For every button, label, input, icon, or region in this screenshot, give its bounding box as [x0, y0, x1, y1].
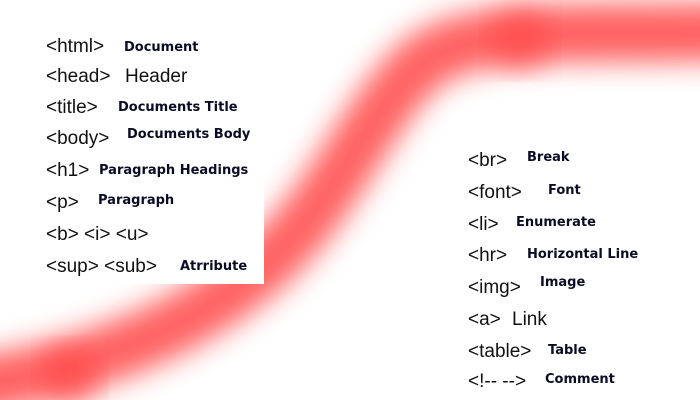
desc-image: Image — [540, 275, 586, 290]
desc-documents-title: Documents Title — [118, 100, 238, 115]
list-item-img: <img> Image — [468, 275, 585, 299]
list-item-li: <li> Enumerate — [468, 214, 596, 236]
desc-documents-body: Documents Body — [127, 127, 251, 142]
list-item-hr: <hr> Horizontal Line — [468, 245, 638, 267]
desc-link: Link — [512, 309, 547, 330]
list-item-table: <table> Table — [468, 341, 587, 363]
list-item-font: <font> Font — [468, 182, 581, 204]
tag-img: <img> — [468, 277, 521, 298]
tag-h1: <h1> — [46, 160, 90, 181]
tag-a: <a> — [468, 309, 501, 330]
tag-comment: <!-- --> — [468, 371, 527, 392]
tag-head: <head> — [46, 66, 111, 87]
list-item-h1: <h1> Paragraph Headings — [46, 160, 248, 182]
list-item-head: <head> Header — [46, 66, 187, 88]
list-item-p: <p> Paragraph — [46, 192, 174, 214]
tag-li: <li> — [468, 214, 499, 235]
list-item-body: <body> Documents Body — [46, 127, 250, 150]
tag-title: <title> — [46, 97, 98, 118]
left-tag-panel — [36, 28, 264, 284]
desc-enumerate: Enumerate — [516, 215, 596, 230]
tag-hr: <hr> — [468, 245, 508, 266]
desc-atrribute: Atrribute — [180, 259, 248, 274]
list-item-br: <br> Break — [468, 150, 570, 172]
desc-header: Header — [125, 66, 188, 87]
list-item-comment: <!-- --> Comment — [468, 371, 615, 393]
desc-paragraph: Paragraph — [98, 193, 175, 208]
desc-table: Table — [548, 343, 587, 358]
desc-paragraph-headings: Paragraph Headings — [99, 163, 249, 178]
tag-font: <font> — [468, 182, 522, 203]
tag-html: <html> — [46, 36, 105, 57]
list-item-formatting: <b> <i> <u> — [46, 224, 149, 246]
desc-break: Break — [527, 150, 570, 165]
list-item-a: <a> Link — [468, 309, 547, 331]
list-item-title: <title> Documents Title — [46, 97, 238, 119]
list-item-html: <html> Document — [46, 36, 199, 58]
tag-b-i-u: <b> <i> <u> — [46, 224, 149, 245]
tag-p: <p> — [46, 192, 79, 213]
tag-sup-sub: <sup> <sub> — [46, 256, 157, 277]
tag-table: <table> — [468, 341, 532, 362]
desc-document: Document — [124, 40, 199, 55]
desc-font: Font — [548, 183, 581, 198]
tag-body: <body> — [46, 128, 110, 149]
desc-comment: Comment — [545, 372, 615, 387]
list-item-sup-sub: <sup> <sub> Atrribute — [46, 256, 247, 278]
tag-br: <br> — [468, 150, 508, 171]
desc-horizontal-line: Horizontal Line — [527, 247, 639, 262]
